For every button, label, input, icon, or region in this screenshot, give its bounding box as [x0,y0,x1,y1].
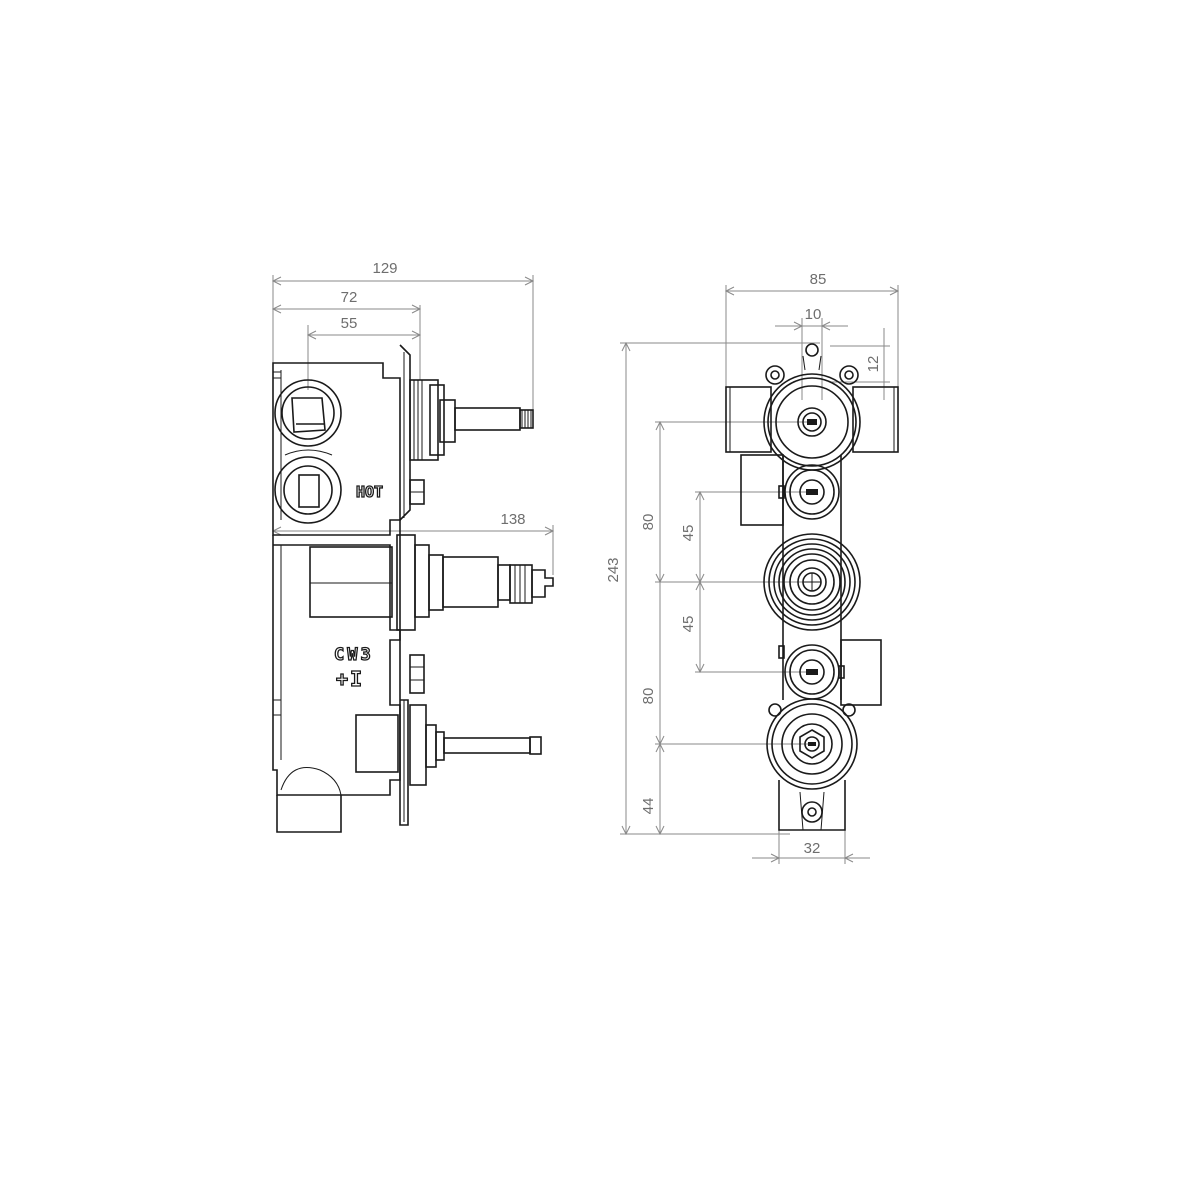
dimension-80-upper: 80 [640,514,657,531]
dimension-12: 12 [865,356,882,373]
side-view-dimension-lines [271,275,555,575]
dimension-129: 129 [372,260,397,277]
front-view: 85 10 12 243 80 45 45 80 44 32 [605,271,900,864]
front-view-dimension-lines [620,285,900,864]
dimension-44: 44 [640,798,657,815]
dimension-243: 243 [605,557,622,582]
middle-cartridge [309,534,554,631]
cw3-marking: CW3 [334,645,374,665]
dimension-138: 138 [500,511,525,528]
direction-marking: +I [336,667,364,691]
bottom-spindle [355,704,542,786]
dimension-72: 72 [341,289,358,306]
upper-port-front [778,464,840,520]
hot-marking: HOT [356,483,383,501]
dimension-32: 32 [804,840,821,857]
dimension-45-upper: 45 [680,525,697,542]
thermostatic-cartridge-front [763,533,861,631]
top-cartridge-front [763,373,861,471]
dimension-10: 10 [805,306,822,323]
dimension-45-lower: 45 [680,616,697,633]
side-view: 129 72 55 138 [271,260,555,833]
dimension-85: 85 [810,271,827,288]
side-nut-lower [409,654,425,694]
dimension-80-lower: 80 [640,688,657,705]
inlet-port-top [274,379,342,447]
side-nut-upper [409,479,425,505]
valve-body-front [725,343,899,831]
inlet-port-hot [274,449,342,524]
bottom-cartridge-front [766,698,858,790]
top-spindle [409,379,534,461]
dimension-55: 55 [341,315,358,332]
